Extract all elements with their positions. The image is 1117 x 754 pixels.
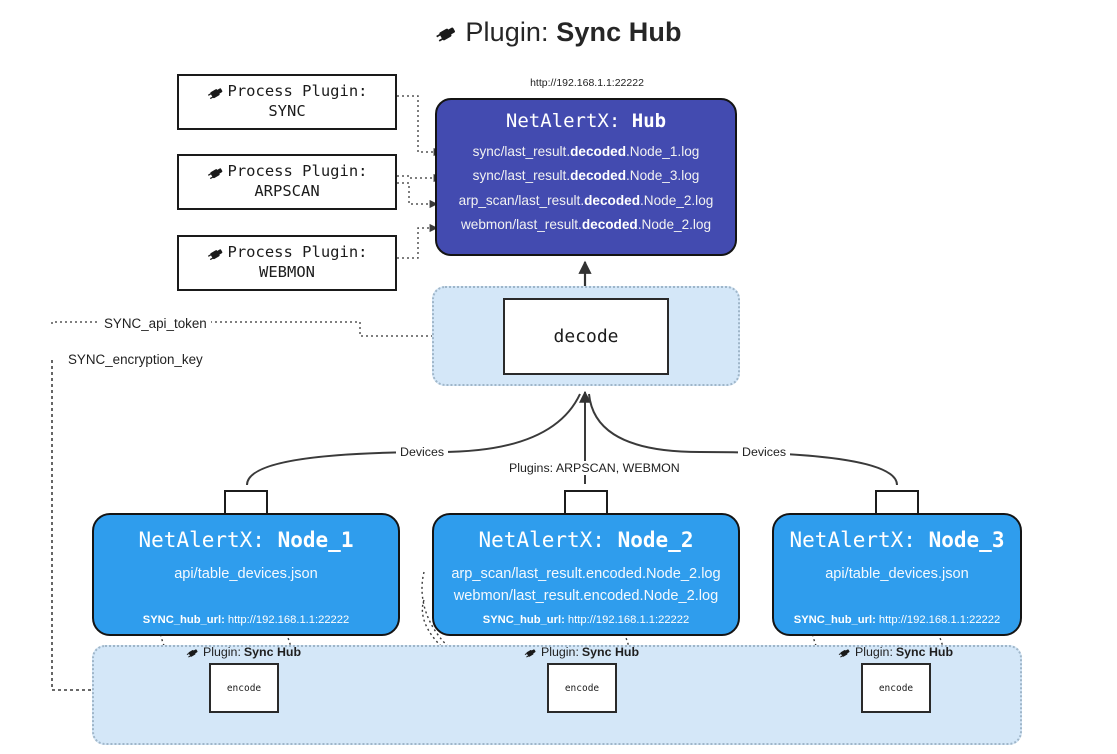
hub-title-name: Hub (631, 110, 667, 132)
hub-log-line: webmon/last_result.decoded.Node_2.log (437, 213, 735, 236)
log-pre: webmon/last_result. (460, 217, 582, 233)
node-box-node-3[interactable]: NetAlertX: Node_3 api/table_devices.json… (772, 513, 1022, 636)
node-line-list: api/table_devices.json (774, 566, 1020, 582)
edge-label-devices-right: Devices (738, 445, 791, 459)
hub-node[interactable]: NetAlertX: Hub sync/last_result.decoded.… (435, 98, 737, 256)
encode-label-name: Sync Hub (895, 645, 954, 659)
node-footer-key: SYNC_hub_url: (482, 614, 565, 626)
plug-icon (207, 84, 227, 101)
node-footer: SYNC_hub_url: http://192.168.1.1:22222 (774, 614, 1020, 626)
encode-label-prefix: Plugin: (541, 645, 579, 659)
log-post: .Node_3.log (626, 168, 700, 184)
process-plugin-box-sync[interactable]: Process Plugin: SYNC (177, 74, 397, 130)
encode-plugin-label-2: Plugin: Sync Hub (524, 645, 639, 659)
node-line-list: arp_scan/last_result.encoded.Node_2.log … (434, 566, 738, 604)
page-title-name: Sync Hub (556, 17, 682, 47)
encode-plugin-label-3: Plugin: Sync Hub (838, 645, 953, 659)
log-pre: sync/last_result. (472, 144, 571, 159)
node-title-prefix: NetAlertX: (478, 528, 605, 552)
encode-label-name: Sync Hub (243, 645, 302, 659)
page-title: Plugin: Sync Hub (0, 17, 1117, 48)
process-plugin-line1: Process Plugin: (227, 82, 368, 101)
decode-box[interactable]: decode (503, 298, 669, 375)
encode-box-1[interactable]: encode (209, 663, 279, 713)
node-footer: SYNC_hub_url: http://192.168.1.1:22222 (94, 614, 398, 626)
node-line: api/table_devices.json (825, 566, 969, 582)
process-plugin-line2: SYNC (268, 102, 306, 120)
node-line: webmon/last_result.encoded.Node_2.log (453, 588, 719, 604)
edge-label-plugins: Plugins: ARPSCAN, WEBMON (505, 461, 684, 475)
log-pre: sync/last_result. (472, 168, 571, 184)
label-sync-api-token: SYNC_api_token (100, 316, 211, 331)
node-title-prefix: NetAlertX: (789, 528, 916, 552)
log-strong: decoded (581, 217, 638, 233)
node-footer: SYNC_hub_url: http://192.168.1.1:22222 (434, 614, 738, 626)
process-plugin-line2: ARPSCAN (254, 182, 320, 200)
node-line: api/table_devices.json (174, 566, 318, 582)
page-title-prefix: Plugin: (465, 17, 549, 47)
encode-box-3[interactable]: encode (861, 663, 931, 713)
plug-icon (207, 245, 227, 262)
log-post: .Node_1.log (626, 144, 700, 159)
node-title: NetAlertX: Node_2 (434, 528, 738, 552)
plug-icon (524, 646, 539, 659)
log-post: .Node_2.log (640, 192, 714, 208)
node-footer-key: SYNC_hub_url: (142, 614, 225, 626)
process-plugin-line2: WEBMON (259, 263, 315, 281)
node-footer-key: SYNC_hub_url: (793, 614, 876, 626)
process-plugin-line1: Process Plugin: (227, 162, 368, 181)
plug-icon (838, 646, 853, 659)
node-footer-value: http://192.168.1.1:22222 (227, 614, 350, 626)
encode-label-name: Sync Hub (581, 645, 640, 659)
hub-log-list: sync/last_result.decoded.Node_1.log sync… (437, 140, 735, 237)
node-box-node-2[interactable]: NetAlertX: Node_2 arp_scan/last_result.e… (432, 513, 740, 636)
node-title-name: Node_3 (928, 528, 1005, 552)
encode-label-prefix: Plugin: (203, 645, 241, 659)
label-sync-encryption-key: SYNC_encryption_key (64, 352, 207, 367)
node-line-list: api/table_devices.json (94, 566, 398, 582)
node-title-prefix: NetAlertX: (138, 528, 265, 552)
node-line: arp_scan/last_result.encoded.Node_2.log (451, 566, 721, 582)
encode-box-2[interactable]: encode (547, 663, 617, 713)
process-plugin-line1: Process Plugin: (227, 243, 368, 262)
process-plugin-box-arpscan[interactable]: Process Plugin: ARPSCAN (177, 154, 397, 210)
hub-log-line: arp_scan/last_result.decoded.Node_2.log (437, 189, 735, 212)
node-footer-value: http://192.168.1.1:22222 (878, 614, 1001, 626)
node-title: NetAlertX: Node_3 (774, 528, 1020, 552)
encode-label-prefix: Plugin: (855, 645, 893, 659)
plug-icon (186, 646, 201, 659)
encode-plugin-label-1: Plugin: Sync Hub (186, 645, 301, 659)
process-plugin-box-webmon[interactable]: Process Plugin: WEBMON (177, 235, 397, 291)
plug-icon (435, 22, 461, 44)
log-strong: decoded (584, 192, 641, 208)
node-title: NetAlertX: Node_1 (94, 528, 398, 552)
node-title-name: Node_1 (277, 528, 354, 552)
node-title-name: Node_2 (617, 528, 694, 552)
node-box-node-1[interactable]: NetAlertX: Node_1 api/table_devices.json… (92, 513, 400, 636)
hub-url-label: http://192.168.1.1:22222 (530, 77, 644, 89)
hub-log-line: sync/last_result.decoded.Node_1.log (437, 140, 735, 163)
node-footer-value: http://192.168.1.1:22222 (567, 614, 690, 626)
edge-label-devices-left: Devices (396, 445, 449, 459)
log-pre: arp_scan/last_result. (458, 192, 585, 208)
log-post: .Node_2.log (637, 217, 712, 233)
hub-title-prefix: NetAlertX: (505, 110, 621, 132)
hub-log-line: sync/last_result.decoded.Node_3.log (437, 164, 735, 187)
log-strong: decoded (570, 144, 627, 159)
hub-title: NetAlertX: Hub (437, 110, 735, 132)
plug-icon (207, 164, 227, 181)
log-strong: decoded (570, 168, 627, 184)
